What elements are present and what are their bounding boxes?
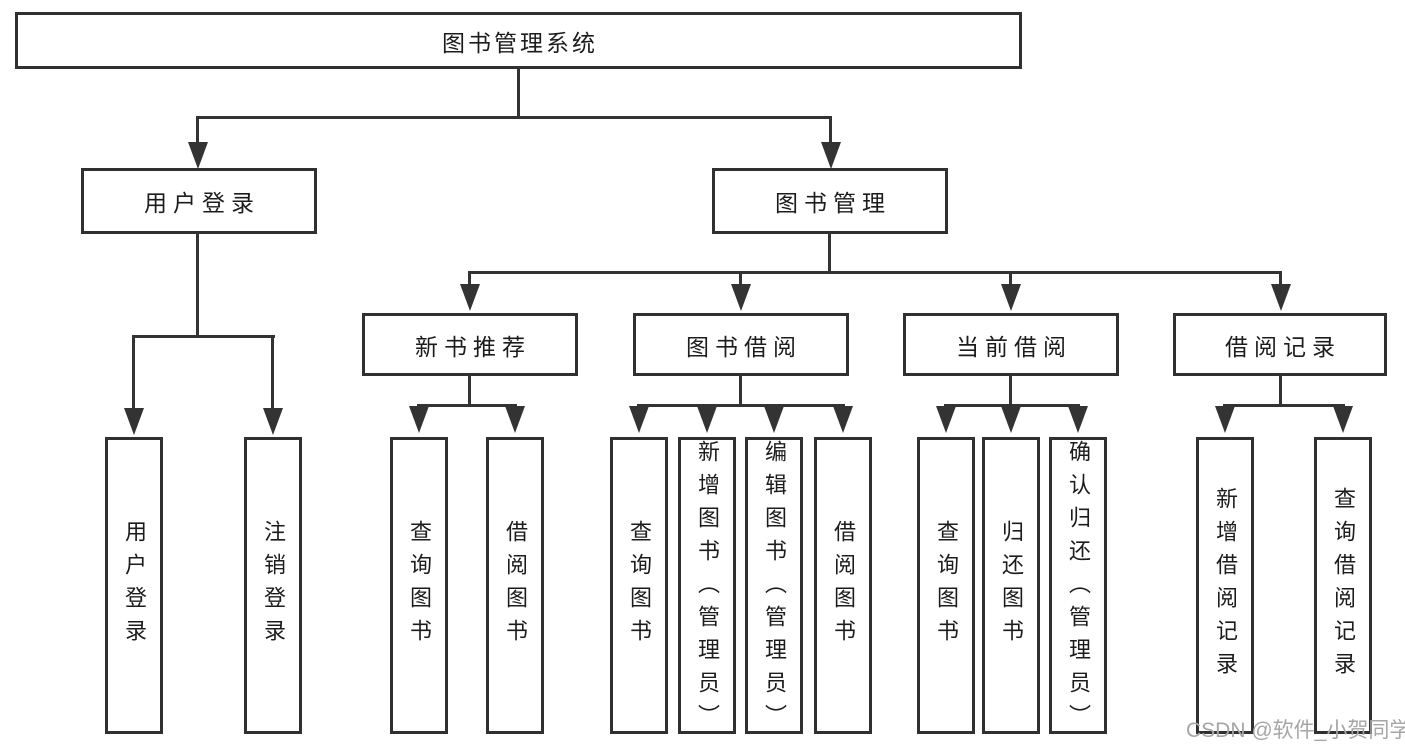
leaf-add-books-admin-label: 新增图书（管理员） [695, 440, 720, 737]
node-book-management: 图书管理 [712, 168, 948, 234]
leaf-borrow-books-1-label: 借阅图书 [503, 519, 528, 652]
connector-user-horizontal [132, 335, 275, 338]
connector-g5-vertical [1279, 374, 1282, 406]
connector-stub-new-books [468, 273, 471, 285]
leaf-add-borrow-record: 新增借阅记录 [1196, 437, 1254, 734]
arrowhead-g3-leaf2 [697, 406, 717, 433]
leaf-borrow-books-2-label: 借阅图书 [831, 519, 856, 652]
connector-user-vertical [196, 233, 199, 338]
leaf-logout: 注销登录 [244, 437, 302, 734]
node-user-login: 用户登录 [81, 168, 317, 234]
arrowhead-records [1271, 284, 1291, 311]
leaf-confirm-return-admin: 确认归还（管理员） [1049, 437, 1107, 737]
arrowhead-g3-leaf3 [764, 406, 784, 433]
arrowhead-new-books [460, 284, 480, 311]
leaf-user-login: 用户登录 [105, 437, 163, 734]
arrowhead-g3-leaf1 [629, 406, 649, 433]
leaf-query-books-1-label: 查询图书 [407, 519, 432, 652]
leaf-query-books-1: 查询图书 [390, 437, 448, 734]
node-new-book-recommend-label: 新书推荐 [415, 333, 531, 360]
node-borrowing-records: 借阅记录 [1173, 313, 1387, 376]
node-book-borrowing: 图书借阅 [633, 313, 849, 376]
leaf-add-borrow-record-label: 新增借阅记录 [1213, 486, 1238, 685]
connector-g4-vertical [1009, 374, 1012, 406]
connector-g3-horizontal [637, 404, 845, 407]
connector-stub-logout-leaf [271, 337, 274, 409]
node-user-login-label: 用户登录 [144, 190, 260, 216]
leaf-return-books: 归还图书 [982, 437, 1040, 734]
connector-g2-vertical [468, 374, 471, 406]
arrowhead-g3-leaf4 [833, 406, 853, 433]
connector-stub-book-mgmt [829, 118, 832, 146]
node-current-borrowing-label: 当前借阅 [956, 333, 1072, 360]
connector-book-vertical [828, 233, 831, 274]
connector-g2-horizontal [417, 404, 517, 407]
arrowhead-login-leaf [124, 408, 144, 435]
leaf-return-books-label: 归还图书 [999, 519, 1024, 652]
leaf-confirm-return-admin-label: 确认归还（管理员） [1066, 440, 1091, 737]
csdn-watermark: CSDN @软件_小贺同学 [1186, 719, 1405, 742]
leaf-add-books-admin: 新增图书（管理员） [678, 437, 736, 737]
node-root: 图书管理系统 [15, 12, 1022, 69]
arrowhead-g5-leaf1 [1215, 406, 1235, 433]
connector-stub-borrowing [739, 273, 742, 285]
node-book-borrowing-label: 图书借阅 [686, 333, 802, 360]
arrowhead-logout-leaf [263, 408, 283, 435]
arrowhead-user-login [188, 142, 208, 169]
node-root-label: 图书管理系统 [442, 29, 598, 56]
leaf-query-books-3-label: 查询图书 [934, 519, 959, 652]
arrowhead-g2-leaf2 [505, 406, 525, 433]
arrowhead-book-mgmt [821, 142, 841, 169]
connector-root-vertical [517, 69, 520, 118]
arrowhead-current [1001, 284, 1021, 311]
node-current-borrowing: 当前借阅 [903, 313, 1119, 376]
arrowhead-g5-leaf2 [1333, 406, 1353, 433]
leaf-edit-books-admin: 编辑图书（管理员） [745, 437, 803, 737]
node-borrowing-records-label: 借阅记录 [1225, 333, 1341, 360]
connector-level2-horizontal [196, 116, 832, 119]
leaf-borrow-books-2: 借阅图书 [814, 437, 872, 734]
node-book-management-label: 图书管理 [775, 190, 891, 216]
leaf-query-borrow-record-label: 查询借阅记录 [1331, 486, 1356, 685]
connector-g4-horizontal [944, 404, 1080, 407]
connector-g3-vertical [739, 374, 742, 406]
leaf-logout-label: 注销登录 [261, 519, 286, 652]
node-new-book-recommend: 新书推荐 [362, 313, 578, 376]
connector-stub-user-login [196, 118, 199, 146]
arrowhead-g4-leaf3 [1068, 406, 1088, 433]
arrowhead-borrowing [731, 284, 751, 311]
arrowhead-g4-leaf1 [936, 406, 956, 433]
leaf-query-books-2-label: 查询图书 [627, 519, 652, 652]
arrowhead-g2-leaf1 [409, 406, 429, 433]
connector-stub-current [1009, 273, 1012, 285]
leaf-query-books-3: 查询图书 [917, 437, 975, 734]
connector-stub-records [1279, 273, 1282, 285]
leaf-query-borrow-record: 查询借阅记录 [1314, 437, 1372, 734]
leaf-query-books-2: 查询图书 [610, 437, 668, 734]
connector-level3-horizontal [468, 271, 1282, 274]
arrowhead-g4-leaf2 [1001, 406, 1021, 433]
leaf-user-login-label: 用户登录 [122, 519, 147, 652]
connector-stub-login-leaf [132, 337, 135, 409]
leaf-edit-books-admin-label: 编辑图书（管理员） [762, 440, 787, 737]
leaf-borrow-books-1: 借阅图书 [486, 437, 544, 734]
connector-g5-horizontal [1223, 404, 1345, 407]
